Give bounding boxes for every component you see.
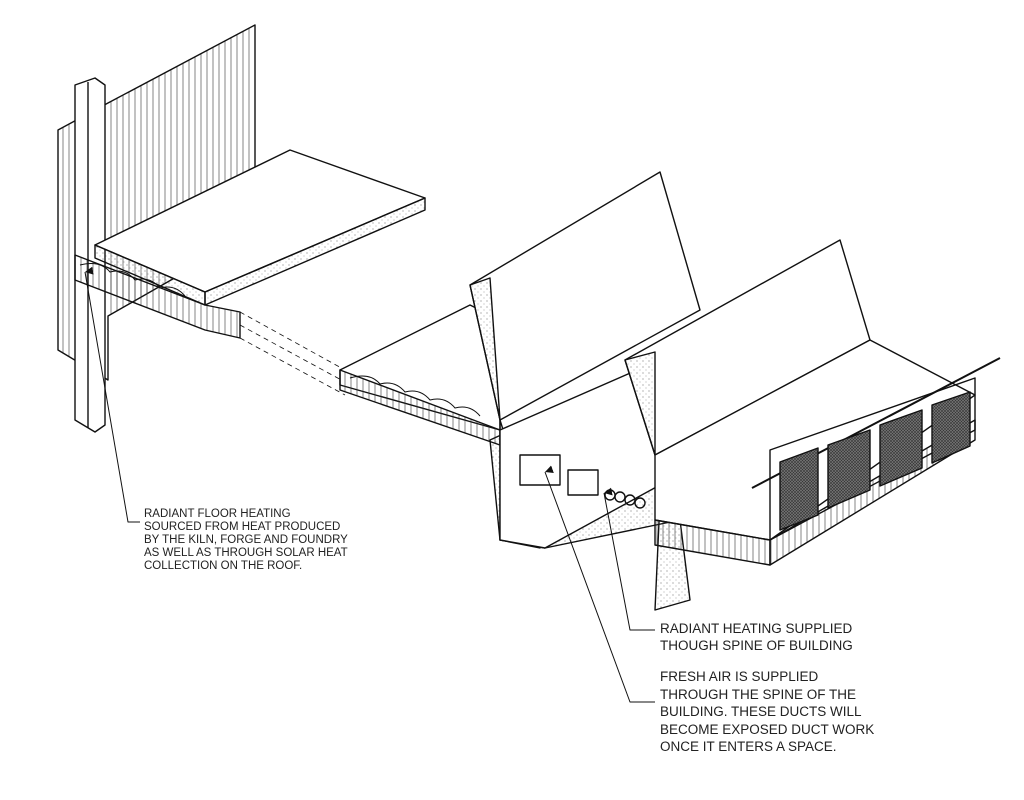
annotation-line: THROUGH THE SPINE OF THE [660, 686, 857, 702]
leader-lines [84, 266, 655, 703]
annotation-line: ONCE IT ENTERS A SPACE. [660, 739, 837, 754]
annotation-radiant-spine: RADIANT HEATING SUPPLIED THOUGH SPINE OF… [660, 620, 853, 654]
left-floor-slab [74, 149, 426, 339]
annotation-line: SOURCED FROM HEAT PRODUCED [144, 521, 341, 533]
annotation-line: COLLECTION ON THE ROOF. [144, 560, 303, 572]
railing-mesh-panels [751, 357, 1001, 541]
annotation-line: AS WELL AS THROUGH SOLAR HEAT [144, 547, 348, 559]
spine-and-slab [339, 171, 976, 611]
annotation-line: RADIANT FLOOR HEATING [144, 508, 291, 520]
hidden-lines [239, 311, 346, 396]
annotation-line: BY THE KILN, FORGE AND FOUNDRY [144, 534, 348, 546]
annotation-radiant-floor-heating: RADIANT FLOOR HEATING SOURCED FROM HEAT … [144, 508, 348, 573]
annotation-line: FRESH AIR IS SUPPLIED [660, 669, 819, 684]
annotation-fresh-air: FRESH AIR IS SUPPLIED THROUGH THE SPINE … [660, 668, 874, 756]
annotation-line: BECOME EXPOSED DUCT WORK [660, 721, 875, 737]
annotation-line: RADIANT HEATING SUPPLIED [660, 621, 853, 636]
annotation-line: BUILDING. THESE DUCTS WILL [660, 704, 862, 719]
annotation-line: THOUGH SPINE OF BUILDING [660, 638, 853, 653]
